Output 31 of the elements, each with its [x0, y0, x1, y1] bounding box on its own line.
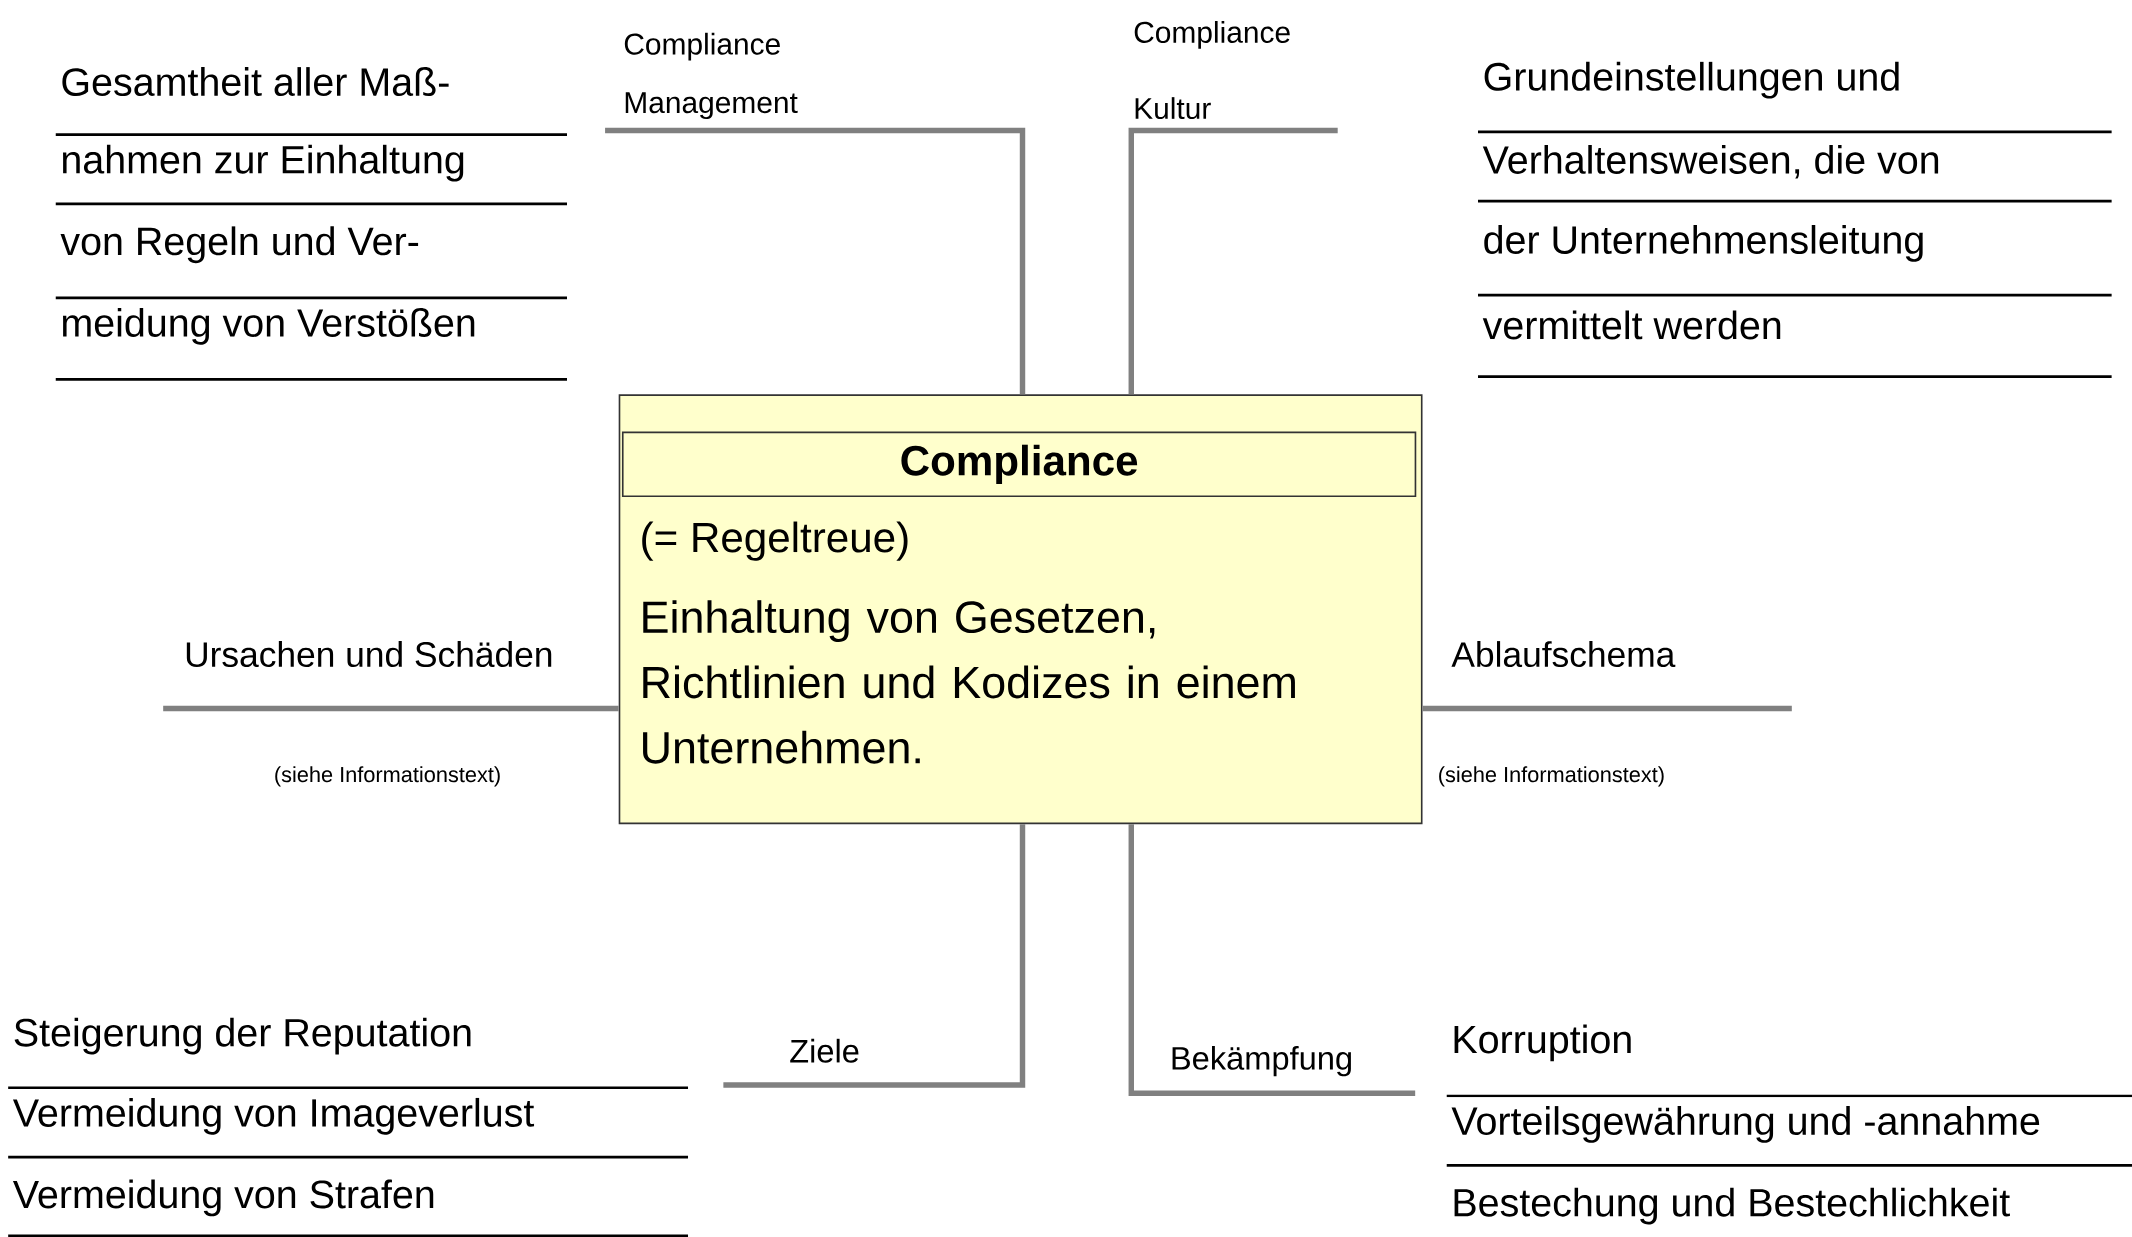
connector-line — [605, 127, 1026, 395]
branch-label: Ziele — [790, 1038, 859, 1063]
body-text: Einhaltung von Gesetzen, Richtlinien und Kodizes in einem Unternehmen. — [643, 600, 1295, 764]
definition-box — [618, 394, 1423, 825]
connector-line — [1128, 824, 1416, 1096]
list-text: Verhaltensweisen, die von — [1482, 144, 1939, 179]
branch-label: Compliance Management — [624, 32, 798, 119]
connector-line — [723, 824, 1026, 1088]
branch-label: Ursachen und Schäden — [186, 640, 552, 667]
list-text: Steigerung der Reputation — [14, 1017, 471, 1055]
list-text: Vorteilsgewährung und -annahme — [1451, 1105, 2040, 1143]
connector-line — [1422, 705, 1792, 711]
list-text: nahmen zur Einhaltung — [63, 144, 464, 182]
list-text: Bestechung und Bestechlichkeit — [1454, 1187, 2010, 1225]
connector-line — [1128, 127, 1338, 395]
branch-label: Bekämpfung — [1172, 1045, 1351, 1077]
list-text: der Unternehmensleitung — [1484, 224, 1923, 262]
list-text: von Regeln und Ver- — [60, 226, 419, 263]
heading-bar: Compliance — [621, 431, 1417, 497]
list-text: meidung von Verstößen — [63, 307, 475, 345]
branch-label: Ablaufschema — [1451, 640, 1676, 667]
list-text: Gesamtheit aller Maß- — [62, 66, 449, 96]
list-text: Vermeidung von Strafen — [12, 1179, 434, 1217]
subtitle-text: (= Regeltreue) — [642, 521, 908, 561]
list-text: vermittelt werden — [1482, 310, 1781, 340]
connector-line — [163, 705, 619, 711]
list-text: Grundeinstellungen und — [1484, 61, 1899, 99]
note-text: (siehe Informationstext) — [275, 766, 500, 787]
list-text: Vermeidung von Imageverlust — [12, 1097, 535, 1135]
branch-label: Compliance Kultur — [1134, 20, 1290, 119]
list-text: Korruption — [1454, 1024, 1631, 1062]
